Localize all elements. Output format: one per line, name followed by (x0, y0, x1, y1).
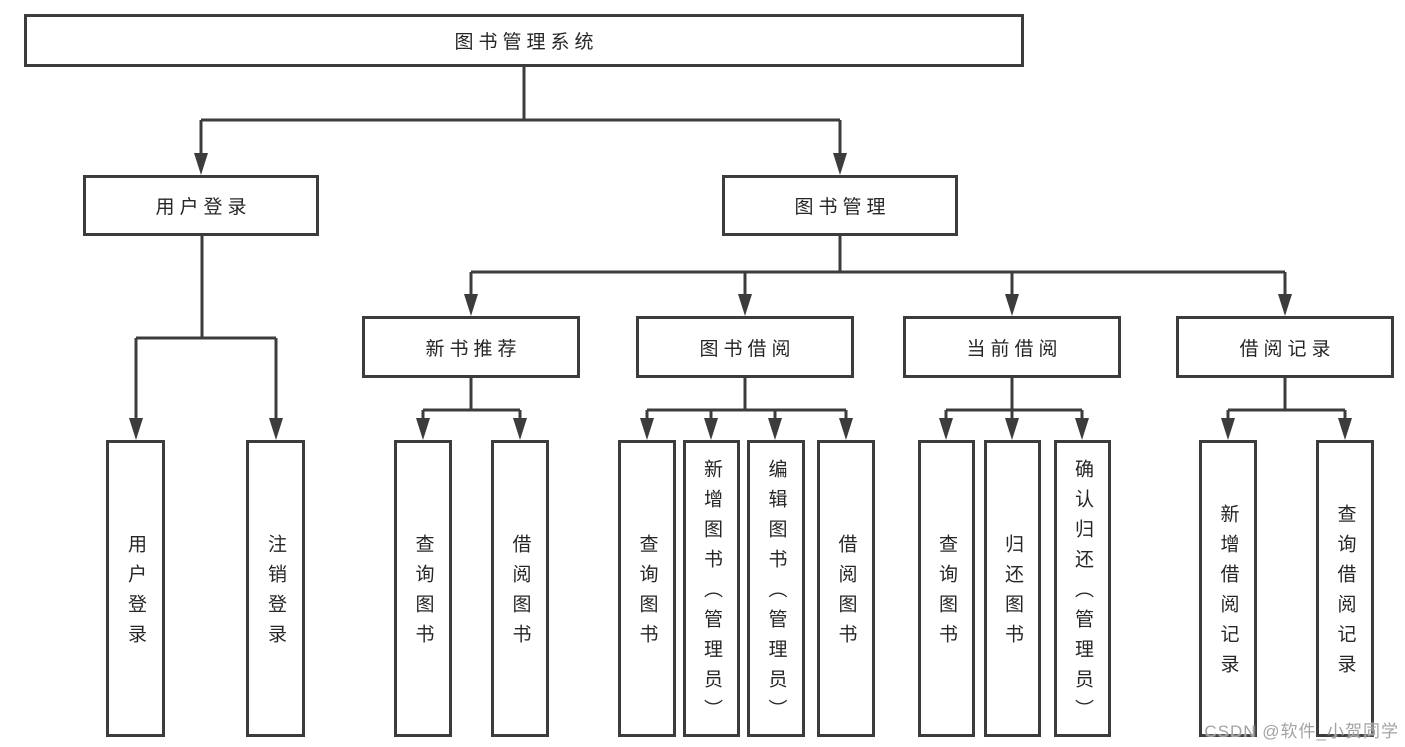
leaf-borrow-books-recommend-label: 借阅图书 (509, 534, 531, 654)
node-library-system: 图书管理系统 (24, 14, 1024, 67)
leaf-borrow-books-label: 借阅图书 (835, 534, 857, 654)
node-borrowing-records-label: 借阅记录 (1239, 338, 1336, 360)
leaf-query-books-recommend-label: 查询图书 (412, 534, 434, 654)
leaf-query-books-current: 查询图书 (918, 440, 975, 737)
leaf-logout-label: 注销登录 (265, 534, 286, 654)
leaf-query-books-borrowing-label: 查询图书 (636, 534, 658, 654)
leaf-query-borrow-record: 查询借阅记录 (1316, 440, 1374, 737)
connector-new-book-branch (416, 378, 527, 440)
connector-book-management-branch (464, 236, 1292, 316)
leaf-edit-books-admin: 编辑图书（管理员） (747, 440, 805, 737)
leaf-confirm-return-admin: 确认归还（管理员） (1054, 440, 1111, 737)
leaf-add-borrow-record-label: 新增借阅记录 (1217, 504, 1239, 684)
node-book-management-label: 图书管理 (794, 197, 891, 218)
connector-borrow-records-branch (1221, 378, 1352, 440)
leaf-add-books-admin-label: 新增图书（管理员） (701, 459, 722, 729)
node-current-borrowing: 当前借阅 (903, 316, 1121, 378)
leaf-borrow-books: 借阅图书 (817, 440, 875, 737)
node-book-borrowing: 图书借阅 (636, 316, 854, 378)
leaf-add-books-admin: 新增图书（管理员） (683, 440, 740, 737)
node-book-management: 图书管理 (722, 175, 958, 236)
leaf-return-books: 归还图书 (984, 440, 1041, 737)
node-book-borrowing-label: 图书借阅 (699, 338, 796, 360)
connector-user-login-branch (129, 236, 283, 440)
node-borrowing-records: 借阅记录 (1176, 316, 1394, 378)
leaf-user-login: 用户登录 (106, 440, 165, 737)
connector-current-borrowing-branch (939, 378, 1089, 440)
leaf-add-borrow-record: 新增借阅记录 (1199, 440, 1257, 737)
leaf-user-login-label: 用户登录 (125, 534, 146, 654)
connector-book-borrowing-branch (640, 378, 853, 440)
leaf-borrow-books-recommend: 借阅图书 (491, 440, 549, 737)
leaf-return-books-label: 归还图书 (1002, 534, 1023, 654)
leaf-query-books-current-label: 查询图书 (936, 534, 957, 654)
node-user-login-label: 用户登录 (155, 197, 252, 218)
leaf-query-books-recommend: 查询图书 (394, 440, 452, 737)
node-current-borrowing-label: 当前借阅 (966, 338, 1063, 360)
leaf-logout: 注销登录 (246, 440, 305, 737)
node-new-book-recommendation-label: 新书推荐 (425, 338, 522, 360)
node-library-system-label: 图书管理系统 (454, 32, 599, 53)
leaf-edit-books-admin-label: 编辑图书（管理员） (765, 459, 787, 729)
leaf-query-borrow-record-label: 查询借阅记录 (1334, 504, 1356, 684)
node-new-book-recommendation: 新书推荐 (362, 316, 580, 378)
leaf-query-books-borrowing: 查询图书 (618, 440, 676, 737)
connector-root-to-level2 (194, 67, 847, 175)
csdn-watermark: CSDN @软件_小贺同学 (1204, 722, 1399, 741)
leaf-confirm-return-admin-label: 确认归还（管理员） (1072, 459, 1093, 729)
node-user-login: 用户登录 (83, 175, 319, 236)
